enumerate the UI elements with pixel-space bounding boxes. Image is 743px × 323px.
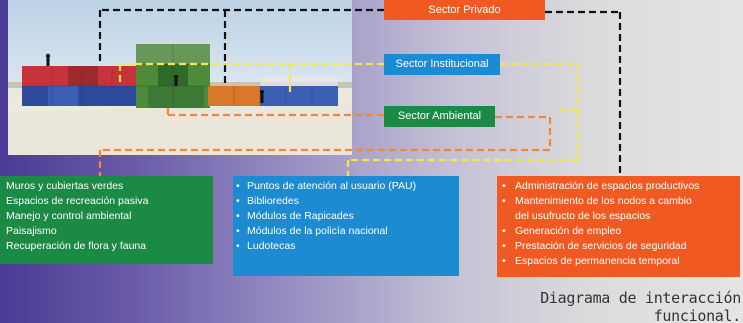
list-item: Paisajismo <box>6 225 57 237</box>
sector-ambiental-label: Sector Ambiental <box>384 106 495 127</box>
ambiental-connector <box>98 104 552 176</box>
list-item: Módulos de la policía nacional <box>233 224 459 239</box>
institucional-connector <box>118 62 580 176</box>
list-item: Manejo y control ambiental <box>6 210 132 222</box>
figure-caption: Diagrama de interacción funcional. <box>540 289 741 323</box>
list-item: Biblioredes <box>233 194 459 209</box>
list-item: Muros y cubiertas verdes <box>6 180 124 192</box>
ambiental-activities-box: Muros y cubiertas verdes Espacios de rec… <box>0 176 213 264</box>
sector-privado-label: Sector Privado <box>384 0 545 20</box>
sector-institucional-label: Sector Institucional <box>384 54 500 75</box>
list-item: Administración de espacios productivos <box>497 179 740 194</box>
building-illustration <box>8 44 352 155</box>
list-item: del usufructo de los espacios <box>515 210 651 222</box>
list-item: Recuperación de flora y fauna <box>6 240 147 252</box>
list-item: Puntos de atención al usuario (PAU) <box>233 179 459 194</box>
list-item: Ludotecas <box>233 239 459 254</box>
list-item: Espacios de recreación pasiva <box>6 195 149 207</box>
list-item: Espacios de permanencia temporal <box>497 254 740 269</box>
list-item: Prestación de servicios de seguridad <box>497 239 740 254</box>
container-building-render <box>8 0 352 155</box>
privado-connector <box>98 8 622 174</box>
list-item: Módulos de Rapicades <box>233 209 459 224</box>
institucional-activities-box: Puntos de atención al usuario (PAU) Bibl… <box>233 176 459 276</box>
list-item: Generación de empleo <box>497 224 740 239</box>
list-item: Mantenimiento de los nodos a cambio <box>497 194 740 209</box>
privado-activities-box: Administración de espacios productivos M… <box>497 176 740 277</box>
